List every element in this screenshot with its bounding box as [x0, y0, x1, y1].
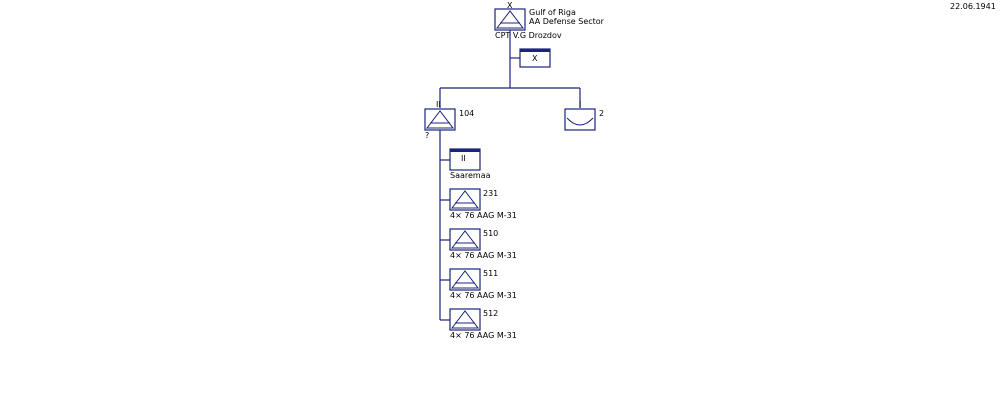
- regiment-echelon-mark: II: [436, 100, 441, 109]
- battery-frame: [449, 268, 481, 291]
- battery-label: 510: [483, 229, 498, 238]
- battery-510: 510 4× 76 AAG M-31: [449, 228, 517, 260]
- hq-staff-bar: [520, 49, 550, 52]
- air-defense-symbol-icon: [450, 270, 480, 289]
- battery-equipment: 4× 76 AAG M-31: [450, 251, 517, 260]
- hq-staff-echelon: X: [532, 54, 538, 63]
- battery-512: 512 4× 76 AAG M-31: [449, 308, 517, 340]
- searchlight-label: 2: [599, 109, 604, 118]
- date-label: 22.06.1941: [950, 2, 996, 11]
- battery-label: 511: [483, 269, 498, 278]
- battery-frame: [449, 228, 481, 251]
- battery-frame: [449, 188, 481, 211]
- connector-lines: [439, 30, 581, 321]
- air-defense-symbol-icon: [450, 190, 480, 209]
- sub-hq-label: Saaremaa: [450, 171, 491, 180]
- hq-unit-frame: [494, 8, 526, 31]
- searchlight-echelon-mark: I: [579, 100, 581, 109]
- searchlight-frame: [564, 108, 596, 131]
- air-defense-symbol-icon: [450, 230, 480, 249]
- sub-hq-echelon: II: [461, 154, 466, 163]
- battery-511: 511 4× 76 AAG M-31: [449, 268, 517, 300]
- hq-echelon-mark: X: [507, 1, 513, 10]
- air-defense-symbol-icon: [425, 110, 455, 129]
- hq-unit: X Gulf of Riga AA Defense Sector CPT V.G…: [494, 1, 605, 40]
- sub-hq-bar: [450, 149, 480, 152]
- battery-equipment: 4× 76 AAG M-31: [450, 211, 517, 220]
- regiment-label: 104: [459, 109, 474, 118]
- regiment-frame: [424, 108, 456, 131]
- hq-staff-unit: X: [519, 48, 551, 68]
- sub-hq-unit: II Saaremaa: [449, 148, 491, 180]
- searchlight-unit: I 2: [564, 100, 604, 131]
- hq-name-line2: AA Defense Sector: [529, 17, 605, 26]
- battery-231: 231 4× 76 AAG M-31: [449, 188, 517, 220]
- battery-frame: [449, 308, 481, 331]
- battery-equipment: 4× 76 AAG M-31: [450, 331, 517, 340]
- battery-label: 512: [483, 309, 498, 318]
- regiment-commander: ?: [425, 131, 429, 140]
- regiment-unit: II 104 ?: [424, 100, 474, 140]
- hq-name-line1: Gulf of Riga: [529, 8, 576, 17]
- battery-label: 231: [483, 189, 498, 198]
- air-defense-symbol-icon: [450, 310, 480, 329]
- battery-equipment: 4× 76 AAG M-31: [450, 291, 517, 300]
- hq-commander: CPT V.G Drozdov: [495, 31, 562, 40]
- searchlight-symbol-icon: [566, 117, 594, 126]
- air-defense-symbol-icon: [495, 10, 525, 29]
